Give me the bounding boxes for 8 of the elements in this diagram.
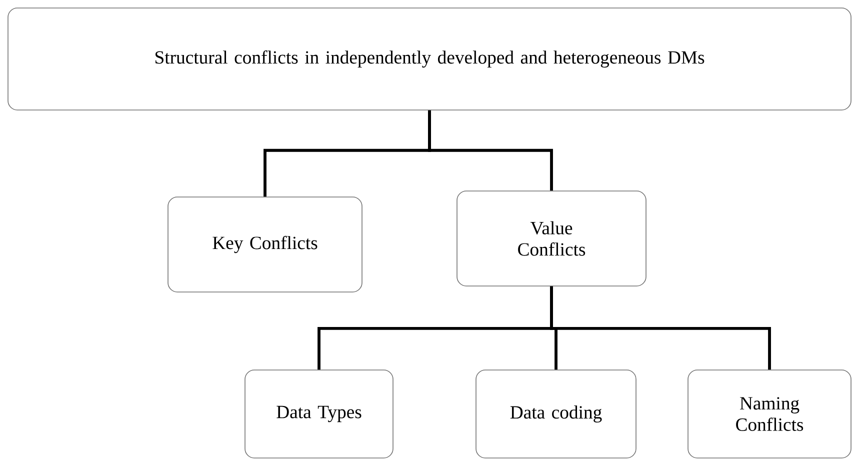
process-box: Data Types: [244, 370, 394, 458]
title-box: Structural conflicts in independently developed and heterogeneous DMs: [8, 8, 852, 110]
process-box: Value Conflicts: [456, 190, 646, 286]
connector-line: [428, 110, 553, 191]
process-box: Key Conflicts: [168, 196, 362, 292]
connector-line: [550, 286, 771, 370]
process-box: Naming Conflicts: [688, 370, 852, 458]
process-box: Data coding: [476, 370, 636, 458]
